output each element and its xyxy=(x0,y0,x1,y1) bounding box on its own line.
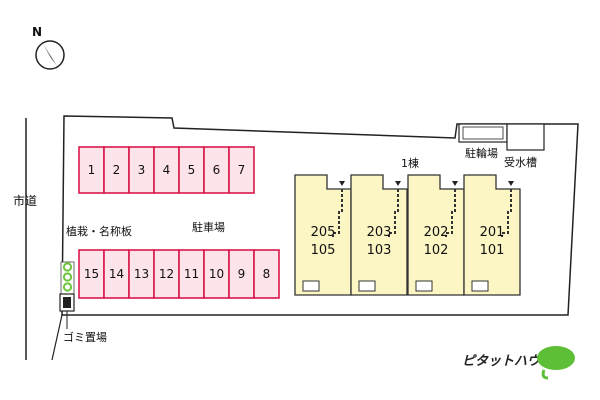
parking-space-box xyxy=(128,146,155,194)
bicycle-parking-inner xyxy=(462,126,504,140)
staircase-path xyxy=(332,189,343,237)
parking-space-box xyxy=(203,146,230,194)
parking-space-box xyxy=(78,146,105,194)
water-tank-box xyxy=(506,123,545,151)
parking-label: 駐車場 xyxy=(192,220,225,234)
parking-space: 9 xyxy=(228,249,255,299)
staircase-path xyxy=(388,189,399,237)
parking-space-box xyxy=(153,249,180,299)
parking-space-box xyxy=(228,146,255,194)
logo-leaf-tail-icon xyxy=(541,369,549,380)
logo-text: ピタットハウス xyxy=(462,354,553,369)
garbage-label: ゴミ置場 xyxy=(63,330,107,344)
parking-space-number: 15 xyxy=(84,267,99,281)
planting-dot xyxy=(62,272,73,282)
unit-upper-number: 203 xyxy=(367,225,392,240)
parking-space: 8 xyxy=(253,249,280,299)
parking-space-number: 8 xyxy=(263,267,271,281)
parking-space: 11 xyxy=(178,249,205,299)
parking-space: 6 xyxy=(203,146,230,194)
unit-upper-number: 201 xyxy=(480,225,505,240)
brand-logo: ピタットハウス xyxy=(462,346,575,380)
parking-space-box xyxy=(228,249,255,299)
compass-north-label: N xyxy=(32,25,42,39)
parking-space: 2 xyxy=(103,146,130,194)
parking-space: 4 xyxy=(153,146,180,194)
parking-space-number: 14 xyxy=(109,267,124,281)
parking-space: 3 xyxy=(128,146,155,194)
unit-entrance xyxy=(358,280,376,292)
staircase-path xyxy=(501,189,512,237)
parking-space: 13 xyxy=(128,249,155,299)
garbage-area-inner xyxy=(63,297,71,308)
unit-outline xyxy=(350,174,408,296)
parking-space-number: 1 xyxy=(88,163,96,177)
compass-arrow-icon xyxy=(43,44,57,66)
parking-space-box xyxy=(103,249,130,299)
planting-dot xyxy=(62,262,73,272)
parking-space-box xyxy=(103,146,130,194)
parking-space-number: 13 xyxy=(134,267,149,281)
parking-space-number: 4 xyxy=(163,163,171,177)
parking-row-top: 1 2 3 4 5 6 7 xyxy=(78,146,255,194)
stair-arrow-icon xyxy=(339,181,345,186)
unit-lower-number: 101 xyxy=(480,243,505,258)
unit-upper-number: 205 xyxy=(311,225,336,240)
stair-arrow-icon xyxy=(508,181,514,186)
parking-space: 5 xyxy=(178,146,205,194)
stair-arrow-icon xyxy=(452,181,458,186)
building-label: 1棟 xyxy=(401,156,419,170)
parking-space-number: 9 xyxy=(238,267,246,281)
unit-upper-number: 202 xyxy=(424,225,449,240)
bicycle-parking-label: 駐輪場 xyxy=(465,146,498,160)
parking-space-box xyxy=(253,249,280,299)
road-label: 市道 xyxy=(13,193,37,208)
unit-entrance xyxy=(471,280,489,292)
unit-lower-number: 103 xyxy=(367,243,392,258)
compass: N xyxy=(32,25,65,70)
parking-space-box xyxy=(78,249,105,299)
unit-lower-number: 105 xyxy=(311,243,336,258)
parking-space: 10 xyxy=(203,249,230,299)
planting-label: 植栽・名称板 xyxy=(66,224,132,238)
parking-space-number: 12 xyxy=(159,267,174,281)
unit-lower-number: 102 xyxy=(424,243,449,258)
parking-space: 1 xyxy=(78,146,105,194)
parking-space-number: 6 xyxy=(213,163,221,177)
parking-space: 14 xyxy=(103,249,130,299)
parking-space: 12 xyxy=(153,249,180,299)
parking-space-number: 5 xyxy=(188,163,196,177)
parking-space-number: 10 xyxy=(209,267,224,281)
parking-space-number: 11 xyxy=(184,267,199,281)
parking-space: 7 xyxy=(228,146,255,194)
staircase-path xyxy=(445,189,456,237)
parking-space-number: 7 xyxy=(238,163,246,177)
unit-entrance xyxy=(302,280,320,292)
stair-arrow-icon xyxy=(395,181,401,186)
water-tank-label: 受水槽 xyxy=(504,156,537,169)
site-edge-line xyxy=(51,314,63,361)
parking-space-number: 3 xyxy=(138,163,146,177)
parking-space-box xyxy=(178,146,205,194)
parking-space-box xyxy=(128,249,155,299)
logo-leaf-icon xyxy=(537,346,575,370)
parking-space: 15 xyxy=(78,249,105,299)
parking-space-number: 2 xyxy=(113,163,121,177)
unit-entrance xyxy=(415,280,433,292)
unit-outline xyxy=(463,174,521,296)
planting-dot xyxy=(62,282,73,292)
parking-row-bottom: 15 14 13 12 11 10 9 8 xyxy=(78,249,280,299)
